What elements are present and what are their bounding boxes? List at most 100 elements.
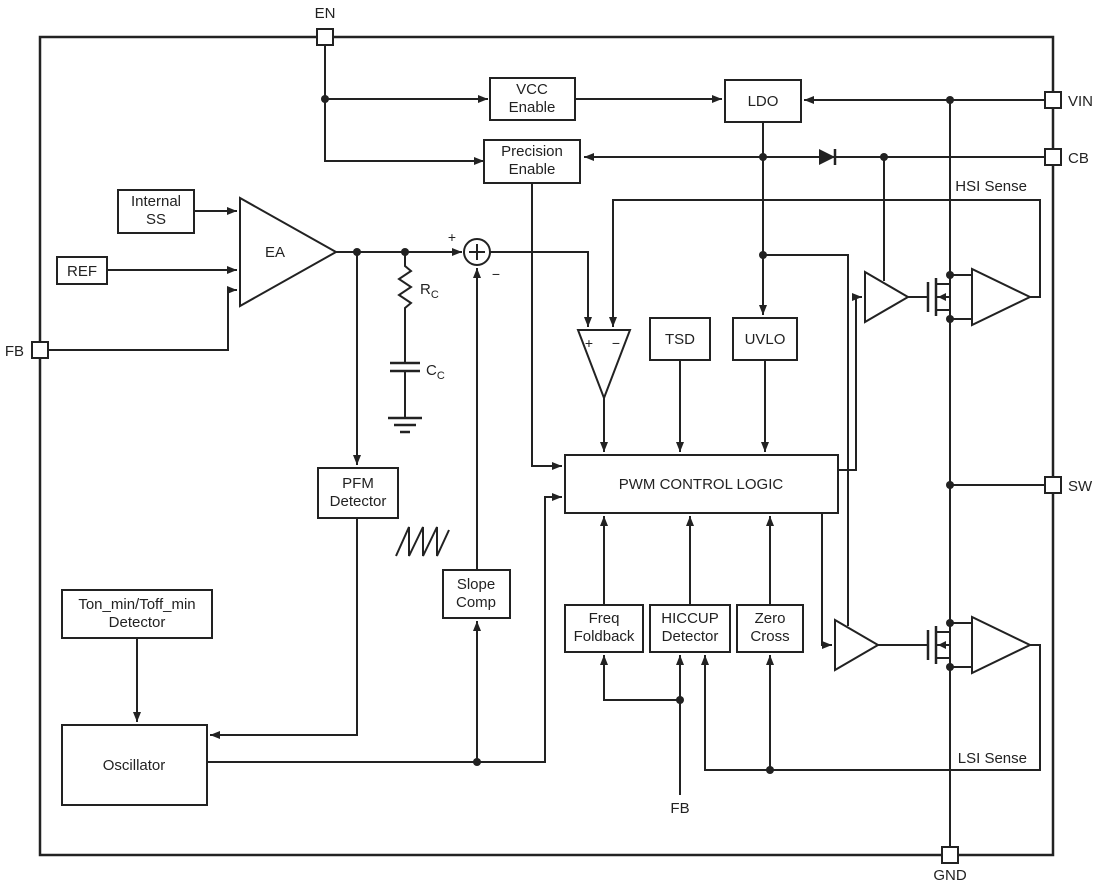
hiccup-label-2: Detector bbox=[662, 628, 719, 645]
junction-dot bbox=[946, 619, 954, 627]
pfm-box bbox=[317, 467, 399, 519]
wire-summing-comparator bbox=[490, 251, 592, 327]
ton-toff-label-2: Detector bbox=[109, 614, 166, 631]
fb-pin-square bbox=[31, 341, 49, 359]
cb-pin-label: CB bbox=[1068, 150, 1089, 167]
wire-en-precision-enable bbox=[324, 45, 484, 165]
pfm-label-2: Detector bbox=[330, 493, 387, 510]
compensation-network: RC CC bbox=[388, 252, 445, 434]
junction-dot bbox=[759, 153, 767, 161]
comparator-plus-sign: + bbox=[585, 335, 593, 351]
sawtooth-waveform-icon bbox=[395, 526, 450, 557]
block-oscillator: Oscillator bbox=[61, 724, 208, 806]
ls-sense-triangle bbox=[971, 615, 1033, 675]
junction-dot bbox=[473, 758, 481, 766]
wire-fb-freqfoldback bbox=[600, 655, 680, 701]
vin-pin-square bbox=[1044, 91, 1062, 109]
junction-dot bbox=[880, 153, 888, 161]
wire-pwm-lsdriver bbox=[821, 513, 832, 649]
wire-lsi-sense bbox=[701, 644, 1041, 771]
junction-dot bbox=[321, 95, 329, 103]
fb-net-label: FB bbox=[670, 800, 689, 817]
pin-fb: FB bbox=[5, 341, 49, 360]
wire-hsi-sense bbox=[609, 199, 1041, 327]
pin-en: EN bbox=[315, 5, 335, 46]
summing-plus-sign: + bbox=[448, 229, 456, 245]
block-slope-comp: Slope Comp bbox=[442, 569, 511, 619]
hs-gate-driver bbox=[864, 270, 910, 324]
ls-gate-driver bbox=[834, 618, 880, 672]
zero-cross-label-1: Zero bbox=[755, 610, 786, 627]
slope-comp-label-1: Slope bbox=[457, 576, 495, 593]
tsd-box bbox=[649, 317, 711, 361]
pwm-label: PWM CONTROL LOGIC bbox=[619, 476, 784, 493]
chip-boundary bbox=[38, 35, 1055, 857]
junction-dots bbox=[321, 95, 954, 774]
zero-cross-box bbox=[736, 604, 804, 653]
slope-comp-label-2: Comp bbox=[456, 594, 496, 611]
pin-gnd: GND bbox=[933, 846, 967, 884]
junction-dot bbox=[946, 271, 954, 279]
hs-mosfet bbox=[908, 278, 950, 316]
error-amplifier: EA bbox=[239, 196, 339, 308]
junction-dot bbox=[946, 481, 954, 489]
slope-comp-box bbox=[442, 569, 511, 619]
hs-body-arrow bbox=[938, 293, 946, 301]
ton-toff-label-1: Ton_min/Toff_min bbox=[78, 596, 195, 613]
block-vcc-enable: VCC Enable bbox=[489, 77, 576, 121]
en-pin-square bbox=[316, 28, 334, 46]
pin-vin: VIN bbox=[1044, 91, 1093, 110]
wire-precisionenable-pwm bbox=[531, 183, 562, 470]
oscillator-label: Oscillator bbox=[103, 757, 166, 774]
block-precision-enable: Precision Enable bbox=[483, 139, 581, 184]
junction-dot bbox=[401, 248, 409, 256]
pin-sw: SW bbox=[1044, 476, 1093, 495]
fb-pin-label: FB bbox=[5, 343, 24, 360]
block-pfm-detector: PFM Detector bbox=[317, 467, 399, 519]
junction-dot bbox=[946, 315, 954, 323]
block-ref: REF bbox=[56, 256, 108, 285]
diode-anode bbox=[819, 149, 835, 165]
vin-pin-label: VIN bbox=[1068, 93, 1093, 110]
block-hiccup-detector: HICCUP Detector bbox=[649, 604, 731, 653]
hsi-sense-label: HSI Sense bbox=[955, 178, 1027, 195]
pwm-comparator: + − bbox=[576, 329, 632, 401]
block-uvlo: UVLO bbox=[732, 317, 798, 361]
block-freq-foldback: Freq Foldback bbox=[564, 604, 644, 653]
wire-pwm-hsdriver bbox=[838, 293, 862, 471]
junction-dot bbox=[946, 663, 954, 671]
ton-toff-box bbox=[61, 589, 213, 639]
junction-dot bbox=[946, 96, 954, 104]
hiccup-box bbox=[649, 604, 731, 653]
uvlo-label: UVLO bbox=[745, 331, 786, 348]
precision-enable-label-1: Precision bbox=[501, 143, 563, 160]
pin-cb: CB bbox=[1044, 148, 1089, 167]
summing-plus-icon bbox=[469, 244, 485, 260]
freq-foldback-label-2: Foldback bbox=[574, 628, 635, 645]
ea-label: EA bbox=[265, 244, 285, 261]
freq-foldback-box bbox=[564, 604, 644, 653]
sw-pin-square bbox=[1044, 476, 1062, 494]
ref-box bbox=[56, 256, 108, 285]
comparator-minus-sign: − bbox=[612, 335, 620, 351]
hs-current-sense-amp bbox=[971, 267, 1033, 327]
block-ton-toff-detector: Ton_min/Toff_min Detector bbox=[61, 589, 213, 639]
vcc-enable-box bbox=[489, 77, 576, 121]
diode-icon bbox=[819, 149, 837, 165]
internal-ss-label-1: Internal bbox=[131, 193, 181, 210]
junction-dot bbox=[766, 766, 774, 774]
ldo-label: LDO bbox=[748, 93, 779, 110]
internal-ss-box bbox=[117, 189, 195, 234]
summing-minus-sign: − bbox=[492, 266, 500, 282]
wire-fb-ea bbox=[48, 286, 237, 351]
ls-driver-triangle bbox=[834, 618, 880, 672]
wire-vcc-lsdriver bbox=[763, 254, 849, 626]
hiccup-label-1: HICCUP bbox=[661, 610, 719, 627]
wire-pfm-oscillator bbox=[210, 518, 358, 739]
cb-pin-square bbox=[1044, 148, 1062, 166]
ls-current-sense-amp bbox=[971, 615, 1033, 675]
rc-label: RC bbox=[420, 281, 439, 301]
block-zero-cross: Zero Cross bbox=[736, 604, 804, 653]
summing-junction: + − bbox=[448, 229, 500, 282]
